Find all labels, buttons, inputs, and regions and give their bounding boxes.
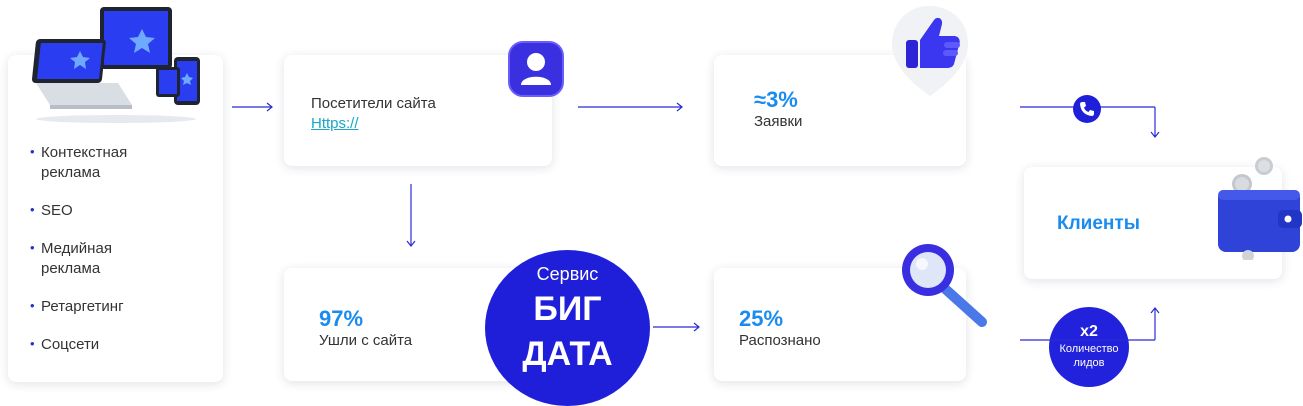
channel-item: SEO: [30, 200, 127, 221]
arrow-visitors-to-left-site: [406, 184, 416, 247]
arrow-visitors-to-requests: [578, 102, 683, 112]
thumbs-up-icon: [892, 6, 968, 96]
leads-multiplier: x2: [1080, 323, 1098, 340]
bigdata-line1: БИГ: [533, 290, 602, 328]
channel-item: Ретаргетинг: [30, 296, 127, 317]
left-site-label: Ушли с сайта: [319, 332, 413, 349]
requests-label: Заявки: [754, 113, 803, 130]
arrow-recognized-to-clients: [1020, 307, 1160, 341]
arrow-bigdata-to-recognized: [653, 322, 700, 332]
recognized-label: Распознано: [739, 332, 821, 349]
phone-icon: [1073, 95, 1101, 123]
channel-item: Соцсети: [30, 334, 127, 355]
magnifier-icon: [902, 244, 987, 327]
requests-percent: ≈3%: [754, 87, 798, 112]
clients-label: Клиенты: [1057, 213, 1140, 234]
arrow-channels-to-visitors: [232, 102, 273, 112]
bigdata-service-label: Сервис: [536, 264, 599, 284]
recognized-percent: 25%: [739, 306, 784, 331]
requests-card: ≈3% Заявки: [714, 55, 966, 166]
laptop-devices-icon: [31, 7, 200, 123]
left-site-percent: 97%: [319, 306, 364, 331]
bigdata-line2: ДАТА: [522, 335, 613, 373]
left-site-card: 97% Ушли с сайта: [284, 268, 524, 381]
visitors-label: Посетители сайта: [311, 95, 436, 112]
bigdata-badge: Сервис БИГ ДАТА: [485, 250, 650, 406]
wallet-icon: [1218, 157, 1302, 260]
user-avatar-icon: [508, 41, 564, 97]
visitors-card: Посетители сайта Https://: [284, 55, 552, 166]
visitors-link[interactable]: Https://: [311, 115, 359, 132]
